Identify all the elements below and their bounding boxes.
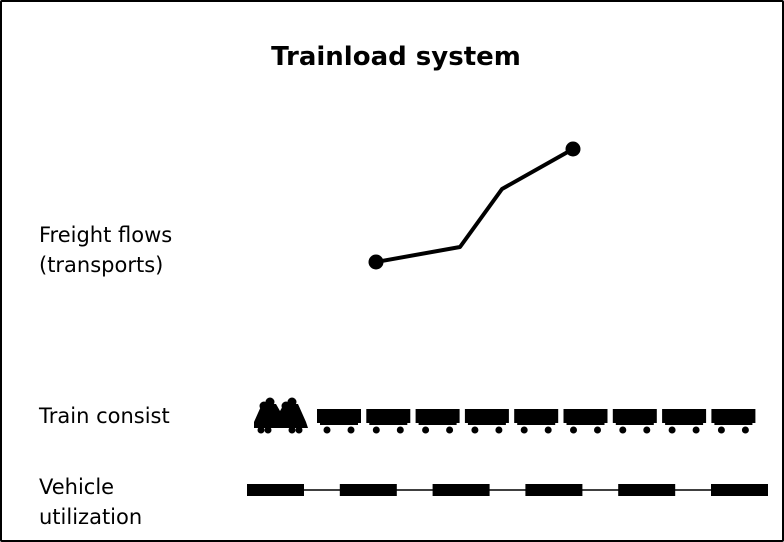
loaded-segment [247,484,304,496]
wagon-icon [612,409,657,434]
locomotive-icon [254,397,308,434]
loaded-segment [618,484,676,496]
loaded-segment [339,484,397,496]
wagon-icon [464,409,509,434]
train-consist-label: Train consist [39,404,170,428]
freight-flow-line [375,147,574,264]
wagon-icon [711,409,756,434]
loaded-segment [711,484,768,496]
wagon-icon [662,409,707,434]
flow-origin-node [368,254,384,270]
wagon-icon [514,409,559,434]
freight-flow-path [368,141,581,270]
loaded-segment [432,484,490,496]
flow-destination-node [565,141,581,157]
train-consist [254,397,756,434]
diagram-title: Trainload system [271,42,521,72]
loaded-segment [525,484,583,496]
wagon-icon [317,409,361,434]
freight-flows-label: Freight flows (transports) [39,223,173,277]
vehicle-utilization-track [247,484,768,496]
wagon-icon [415,409,460,434]
vehicle-utilization-label: Vehicle utilization [39,475,143,529]
wagon-icon [563,409,608,434]
wagon-icon [366,409,411,434]
